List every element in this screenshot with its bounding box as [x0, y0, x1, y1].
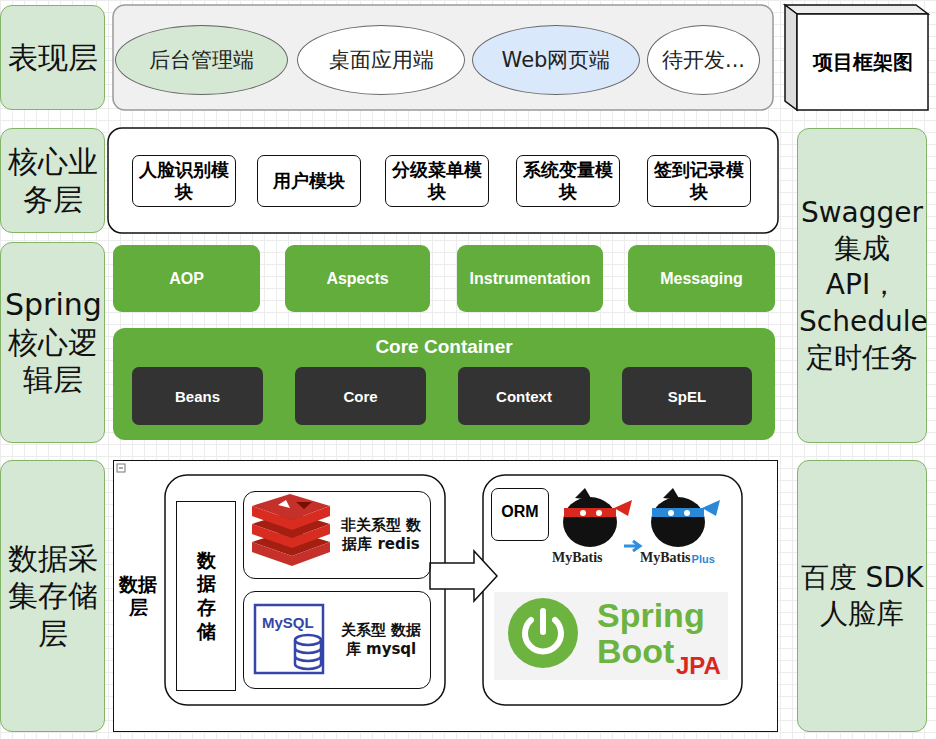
node-text: 表现层 — [8, 39, 98, 77]
module-box: 分级菜单模块 — [385, 155, 489, 207]
client-ellipse: 待开发... — [647, 25, 760, 95]
logo-text: Spring — [597, 596, 705, 635]
node-text: 数据采集存储层 — [5, 540, 100, 653]
layer-band: 核心业务层 — [0, 128, 105, 233]
redis-icon — [252, 494, 330, 566]
springboot-logo — [494, 592, 728, 680]
layer-band: Spring核心逻辑层 — [0, 242, 105, 443]
node-text: 百度 SDK 人脸库 — [799, 560, 925, 633]
node-text: 签到记录模块 — [654, 159, 744, 202]
spring-module: Messaging — [628, 245, 775, 312]
sdk-box: 百度 SDK 人脸库 — [797, 460, 927, 732]
node-text: ORM — [501, 503, 538, 521]
node-text: Beans — [175, 388, 220, 405]
client-ellipse: 后台管理端 — [115, 25, 288, 95]
node-text: Context — [496, 388, 552, 405]
node-text: 后台管理端 — [149, 46, 254, 74]
node-text: 用户模块 — [273, 170, 345, 192]
collapse-icon — [117, 464, 125, 472]
database-box: 非关系型 数据库 redis — [243, 491, 431, 579]
module-box: 人脸识别模块 — [132, 155, 236, 207]
node-text: 系统变量模块 — [523, 159, 613, 202]
logo-text: Plus — [692, 553, 715, 565]
node-text: 非关系型 数据库 redis — [336, 516, 426, 554]
module-box: 用户模块 — [257, 155, 361, 207]
node-text: AOP — [169, 270, 204, 288]
node-text: 人脸识别模块 — [139, 159, 229, 202]
node-text: Messaging — [660, 270, 743, 288]
spring-module: Aspects — [285, 245, 430, 312]
layer-band: 数据采集存储层 — [0, 460, 105, 732]
client-ellipse: 桌面应用端 — [297, 25, 465, 95]
orm-box: ORM — [491, 488, 549, 541]
logo-text: Boot — [597, 632, 674, 671]
storage-group — [165, 475, 445, 705]
core-container: Core ContainerBeans Core Context SpEL — [113, 328, 775, 440]
data-ground — [113, 460, 778, 732]
core-part: Core — [295, 367, 426, 425]
logo-text: MyBatis — [552, 550, 603, 566]
node-text: Core — [343, 388, 377, 405]
node-text: Web网页端 — [502, 46, 611, 74]
tool-box: Swagger 集成 API， Schedule 定时任务 — [797, 128, 927, 443]
spring-module: AOP — [113, 245, 260, 312]
module-box: 系统变量模块 — [516, 155, 620, 207]
mybatis-logo — [563, 488, 632, 547]
node-text: Core Container — [375, 336, 512, 358]
title-cube: 项目框架图 — [797, 14, 928, 110]
core-part: Context — [458, 367, 590, 425]
node-text: Aspects — [326, 270, 388, 288]
node-text: 数据层 — [119, 573, 157, 619]
node-text: 分级菜单模块 — [392, 159, 482, 202]
client-ellipse: Web网页端 — [472, 25, 640, 95]
layer-band: 表现层 — [0, 5, 105, 110]
spring-module: Instrumentation — [457, 245, 603, 312]
mysql-text: MySQL — [262, 614, 314, 631]
node-text: 待开发... — [662, 46, 745, 74]
mysql-icon — [255, 605, 323, 673]
node-text: 桌面应用端 — [329, 46, 434, 74]
business-panel — [108, 128, 778, 233]
storage-column: 数据存储 — [176, 501, 236, 691]
database-box: 关系型 数据库 mysql — [243, 591, 431, 689]
upgrade-arrow — [624, 541, 640, 551]
node-text: 核心业务层 — [5, 143, 100, 218]
node-text: Spring核心逻辑层 — [5, 286, 100, 399]
node-text: SpEL — [668, 388, 706, 405]
client-panel — [113, 5, 773, 110]
block-arrow — [430, 551, 497, 601]
cube-shape — [785, 5, 928, 110]
node-text: Instrumentation — [470, 270, 591, 288]
logo-text: JPA — [676, 652, 721, 680]
node-text: 项目框架图 — [813, 49, 913, 76]
module-box: 签到记录模块 — [647, 155, 751, 207]
node-text: 关系型 数据库 mysql — [336, 621, 426, 659]
logo-text: MyBatis — [640, 550, 691, 566]
mybatisplus-logo — [651, 488, 720, 547]
core-part: SpEL — [622, 367, 752, 425]
node-text: Swagger 集成 API， Schedule 定时任务 — [799, 195, 925, 377]
node-text: 数据存储 — [197, 549, 216, 644]
orm-group — [483, 475, 742, 705]
core-part: Beans — [132, 367, 263, 425]
